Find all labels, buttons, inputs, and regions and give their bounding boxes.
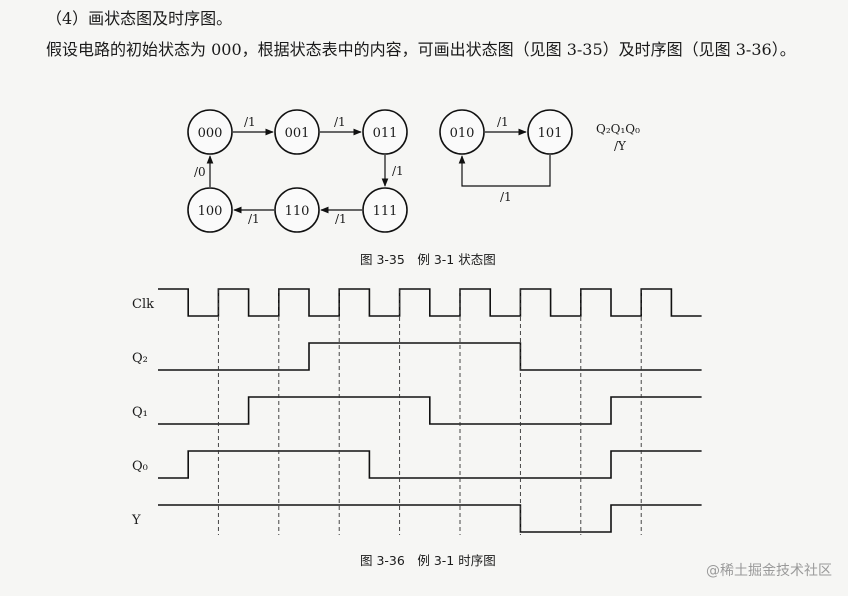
transition-010-101-label: /1 (497, 115, 509, 129)
signal-label-0: Clk (132, 297, 154, 312)
state-000-label: 000 (198, 126, 223, 141)
transition-101-010-label: /1 (500, 190, 512, 204)
watermark: @稀土掘金技术社区 (706, 563, 832, 579)
state-101-label: 101 (538, 126, 563, 141)
transition-111-110-label: /1 (335, 212, 347, 226)
state-010-node (439, 109, 485, 155)
state-000-node (187, 109, 233, 155)
state-100-label: 100 (198, 204, 223, 219)
signal-wave-3 (158, 450, 702, 479)
transition-001-011-label: /1 (334, 115, 346, 129)
state-111-label: 111 (373, 204, 398, 219)
state-010-label: 010 (450, 126, 475, 141)
legend-output: /Y (614, 139, 627, 153)
state-diagram-caption: 图 3-35 例 3-1 状态图 (360, 252, 496, 267)
state-001-node (274, 109, 320, 155)
state-001-label: 001 (285, 126, 310, 141)
state-101-node (527, 109, 573, 155)
signal-label-1: Q₂ (132, 351, 148, 366)
state-diagram: 000 001 011 111 110 100 010 101 /1 /1 /1 (187, 109, 640, 233)
signal-label-3: Q₀ (132, 459, 148, 474)
signal-wave-1 (158, 342, 702, 371)
transition-011-111-label: /1 (392, 164, 404, 178)
state-110-node (274, 187, 320, 233)
signal-label-4: Y (131, 513, 141, 528)
section-heading: （4）画状态图及时序图。 (46, 9, 233, 28)
state-011-label: 011 (373, 126, 398, 141)
transition-100-000-label: /0 (194, 165, 206, 179)
body-paragraph: 假设电路的初始状态为 000，根据状态表中的内容，可画出状态图（见图 3-35）… (46, 40, 796, 59)
signal-wave-4 (158, 504, 702, 533)
signal-wave-2 (158, 396, 702, 425)
state-110-label: 110 (285, 204, 310, 219)
signal-wave-0 (158, 288, 702, 317)
state-100-node (187, 187, 233, 233)
state-111-node (362, 187, 408, 233)
signal-label-2: Q₁ (132, 405, 148, 420)
transition-000-001-label: /1 (244, 115, 256, 129)
transition-110-100-label: /1 (248, 212, 260, 226)
legend-state-order: Q₂Q₁Q₀ (596, 122, 640, 136)
state-011-node (362, 109, 408, 155)
timing-diagram-caption: 图 3-36 例 3-1 时序图 (360, 553, 496, 568)
transition-101-010 (458, 155, 551, 187)
